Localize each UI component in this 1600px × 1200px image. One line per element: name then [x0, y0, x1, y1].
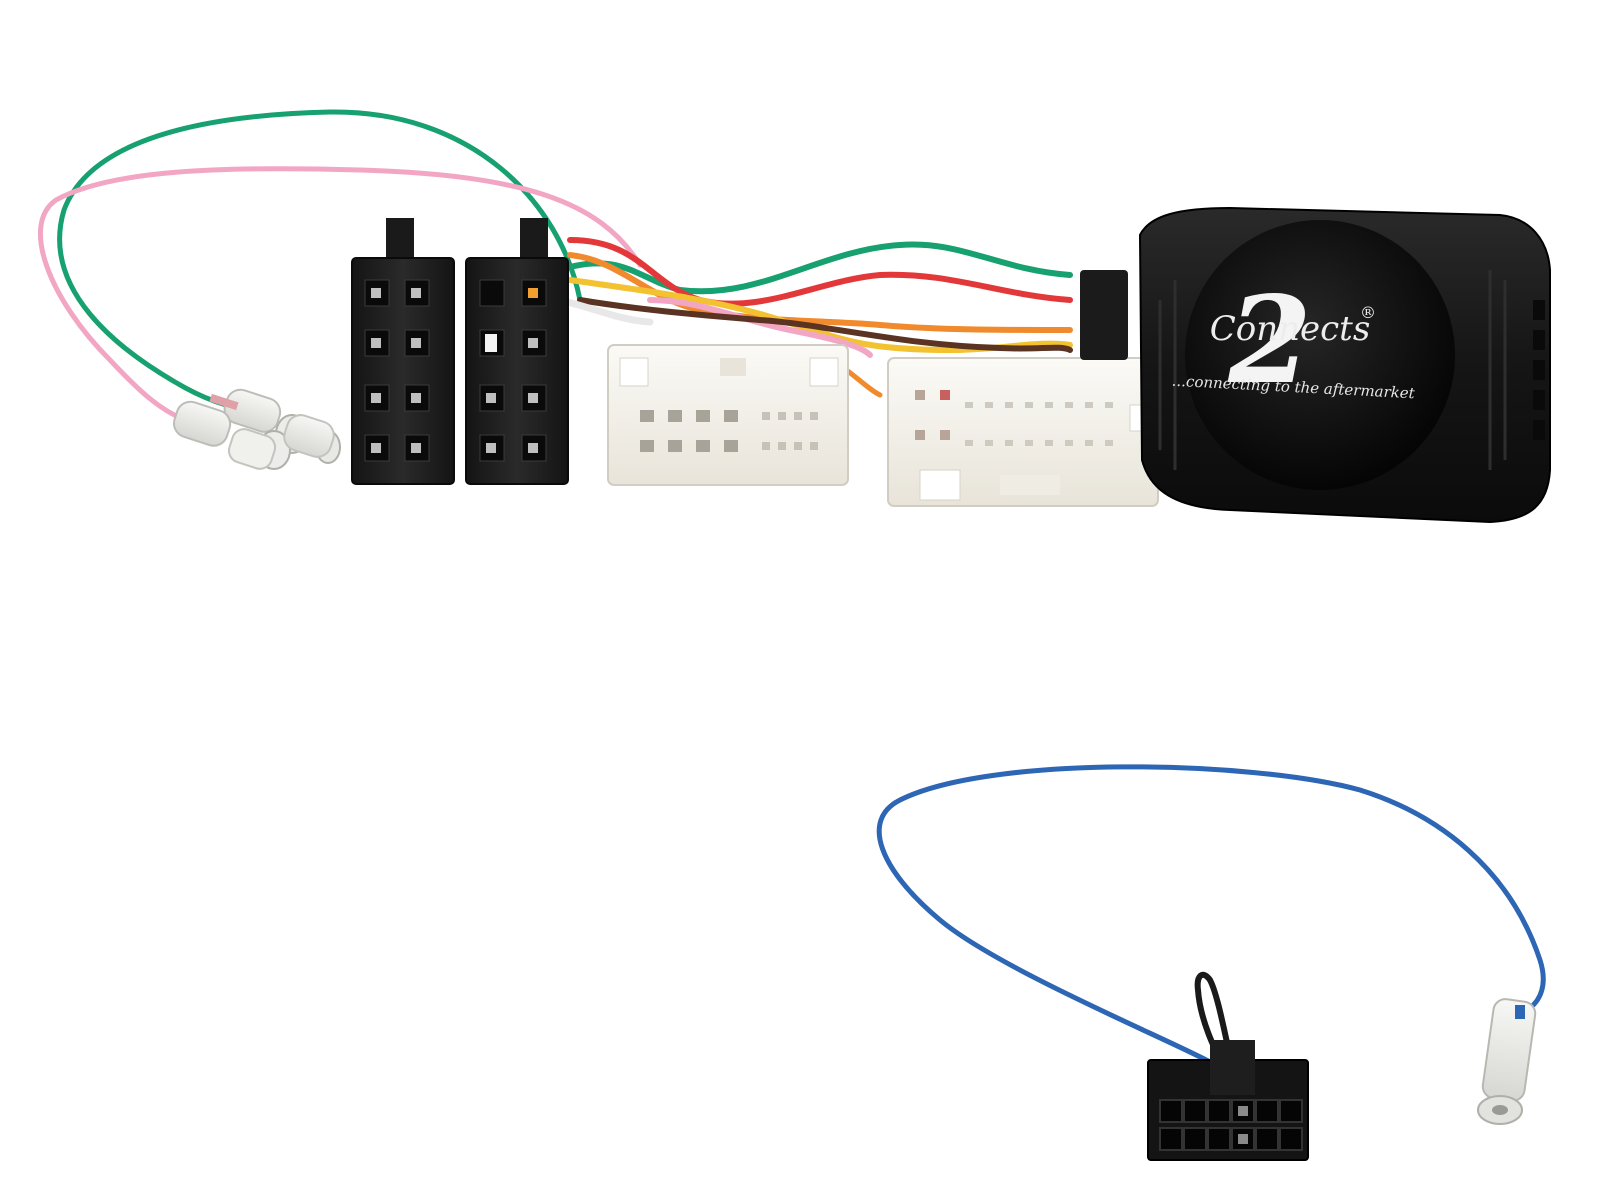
registered-mark: ® — [1360, 303, 1376, 322]
interface-module: 2 Connects ® ...connecting to the afterm… — [1080, 206, 1551, 524]
lead-wires — [38, 109, 643, 423]
logo-numeral: 2 — [1227, 270, 1312, 411]
iso-connector-left — [351, 218, 455, 485]
loom-wire-red — [567, 237, 1073, 307]
loom-wire-green — [557, 241, 1073, 295]
logo-disc — [1185, 220, 1455, 490]
white-connector-right — [887, 357, 1159, 507]
green-lead-wire — [57, 109, 583, 413]
molex-connector — [1147, 1040, 1309, 1161]
blue-lead-wire — [876, 764, 1546, 1065]
black-lead-wire — [1194, 971, 1235, 1073]
loom-wire-orange — [567, 252, 1073, 333]
bullet-terminals — [172, 388, 341, 470]
white-connector-left — [607, 344, 849, 486]
loom-wire-white — [556, 296, 654, 326]
logo-wordmark: Connects — [1210, 309, 1371, 349]
pink-lead-wire — [38, 166, 643, 423]
iso-connector-right — [465, 218, 569, 485]
antenna-plug — [1477, 998, 1537, 1125]
loom-wire-brown — [577, 297, 1073, 353]
wire-loom — [556, 237, 1073, 398]
loom-wire-pink — [647, 297, 873, 358]
blue-lead-assembly — [876, 764, 1546, 1073]
bullet-terminal-pink — [172, 400, 341, 470]
